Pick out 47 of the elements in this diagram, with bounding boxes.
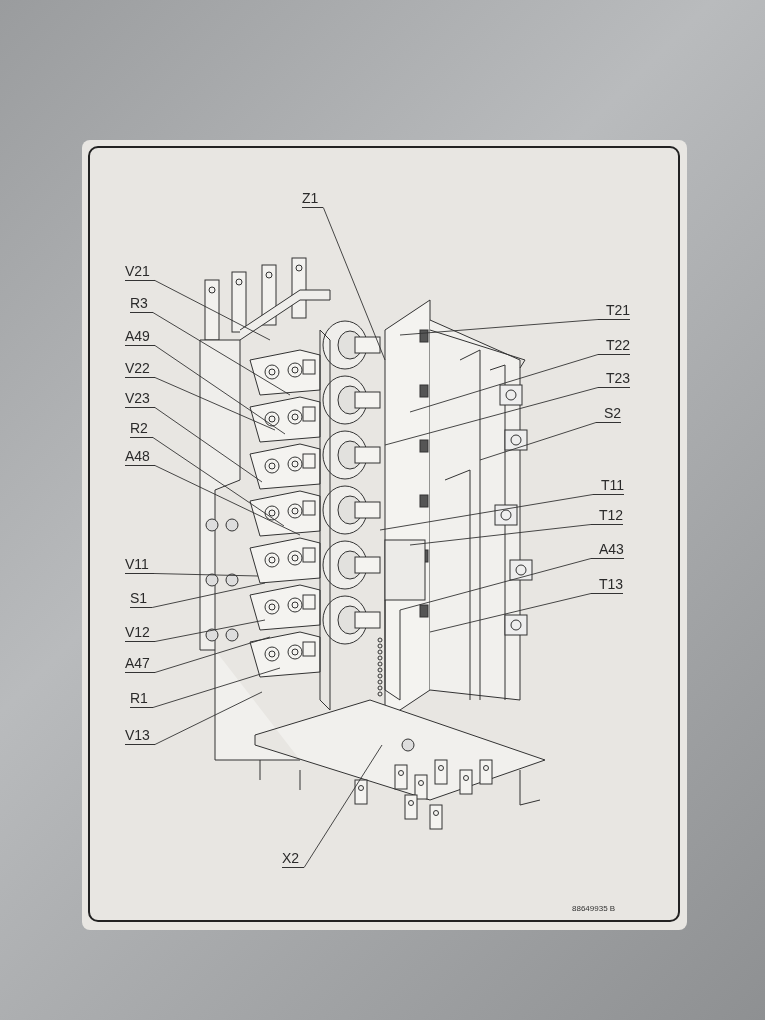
callout-label: X2 [282, 850, 305, 868]
leader-line [322, 207, 386, 361]
leader-line [153, 573, 259, 577]
leader-line [154, 636, 271, 673]
leader-line [154, 691, 263, 745]
callout-label: S1 [130, 590, 153, 608]
leader-line [409, 524, 592, 546]
callout-label: T12 [591, 507, 624, 525]
leader-line [152, 312, 291, 396]
callout-label: V22 [125, 360, 155, 378]
callout-label: S2 [596, 405, 622, 423]
leader-line [154, 377, 276, 431]
callout-label: V13 [125, 727, 155, 745]
callout-label: A47 [125, 655, 155, 673]
callout-label: R3 [130, 295, 153, 313]
part-number: 88649935 B [572, 904, 616, 913]
leader-line [154, 619, 266, 642]
callout-label: V23 [125, 390, 155, 408]
leader-line [154, 465, 301, 536]
callout-label: T21 [598, 302, 631, 320]
leader-line [151, 582, 266, 608]
leader-line [399, 319, 599, 336]
callout-label: R1 [130, 690, 153, 708]
leader-line [154, 345, 286, 435]
callout-label: R2 [130, 420, 153, 438]
callout-label: T22 [598, 337, 631, 355]
callout-label: A43 [591, 541, 624, 559]
callout-label: V21 [125, 263, 155, 281]
callout-label: A48 [125, 448, 155, 466]
callout-label: V11 [125, 556, 154, 574]
leader-line [379, 494, 594, 531]
leader-line [384, 387, 599, 446]
callout-label: Z1 [302, 190, 324, 208]
leader-line [154, 407, 263, 483]
leader-line [154, 280, 271, 341]
leader-line [479, 422, 597, 461]
leader-line [399, 558, 592, 611]
leader-line [303, 744, 383, 868]
callout-label: V12 [125, 624, 155, 642]
callout-label: T23 [598, 370, 631, 388]
callout-label: T11 [593, 477, 625, 495]
callout-label: A49 [125, 328, 155, 346]
leader-line [152, 667, 281, 708]
callout-label: T13 [591, 576, 624, 594]
leader-line [152, 437, 285, 527]
leader-line [409, 354, 599, 413]
leader-line [429, 593, 592, 633]
